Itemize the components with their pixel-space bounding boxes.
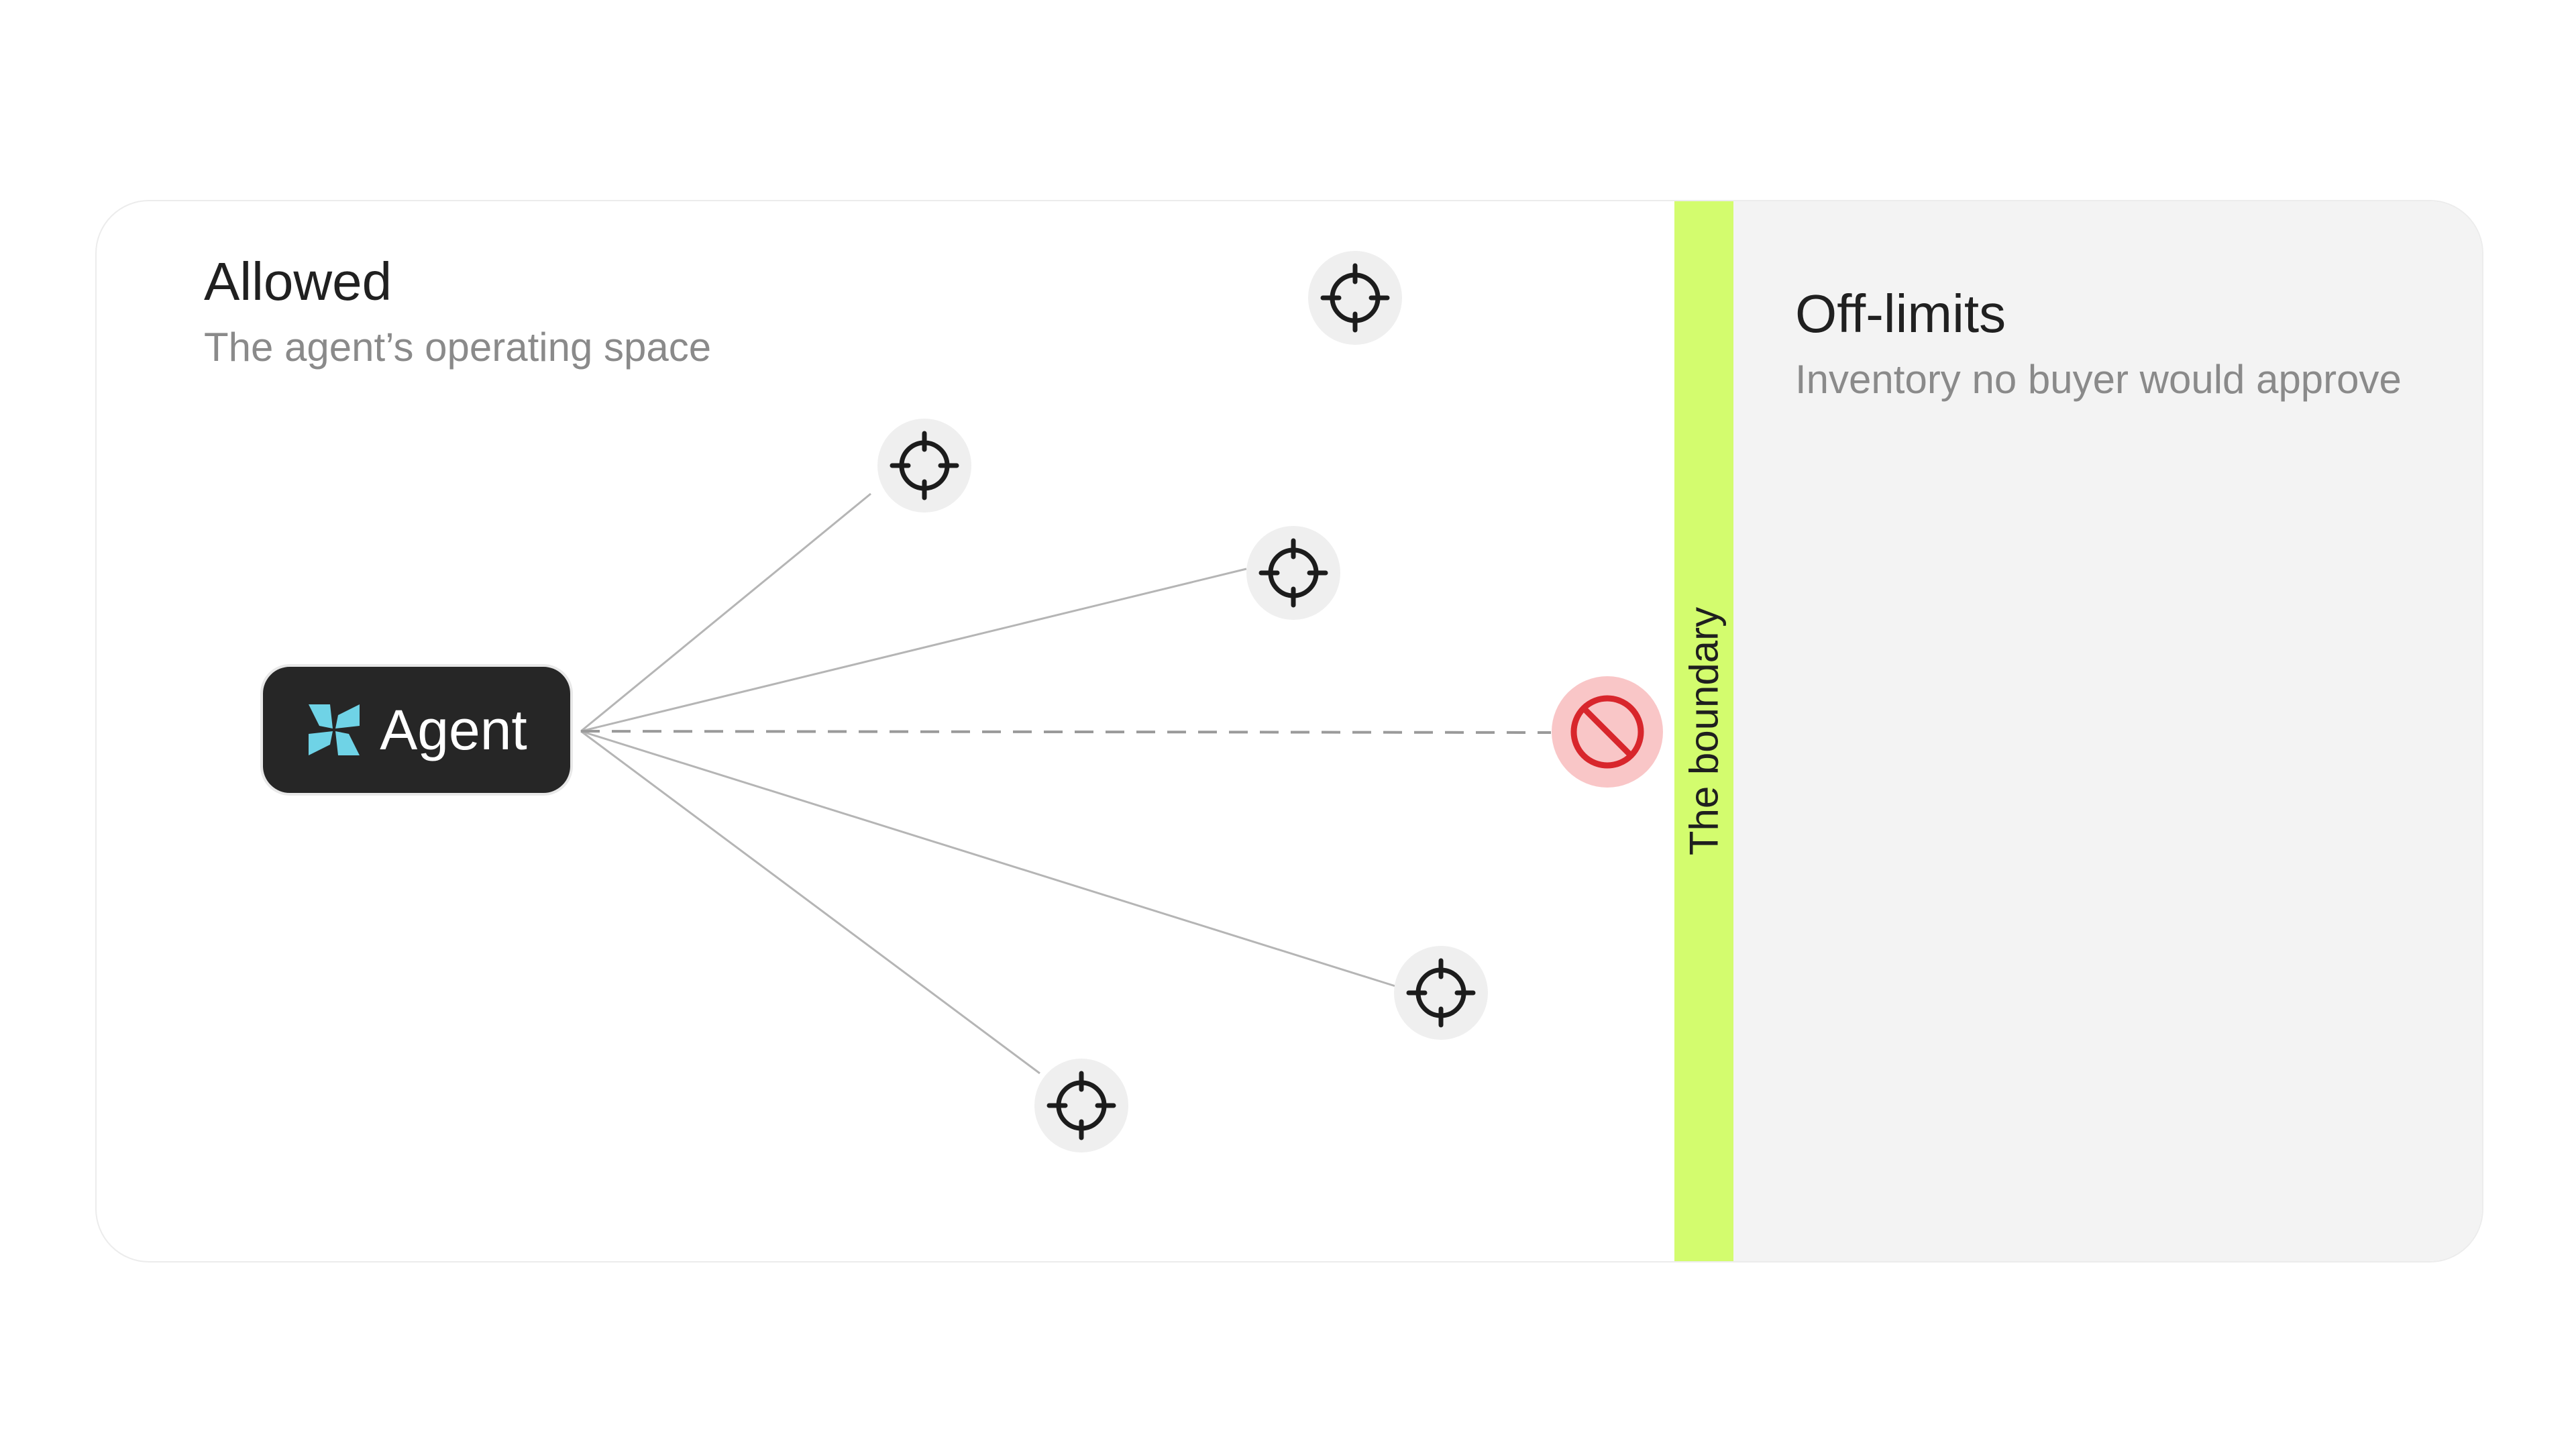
link-target-4 — [580, 730, 1040, 1075]
link-target-1 — [580, 492, 871, 733]
crosshair-icon — [1406, 958, 1476, 1028]
agent-node: Agent — [260, 664, 573, 796]
agent-label: Agent — [380, 698, 527, 761]
offlimits-subtitle: Inventory no buyer would approve — [1795, 357, 2402, 402]
crosshair-icon — [890, 431, 959, 500]
link-target-2 — [580, 568, 1247, 733]
pinwheel-logo-icon — [309, 704, 360, 755]
target-node — [1308, 251, 1402, 345]
boundary-label: The boundary — [1681, 606, 1727, 856]
link-target-3 — [580, 730, 1396, 987]
diagram-card: Allowed The agent’s operating space Off-… — [95, 200, 2483, 1263]
blocked-node — [1552, 676, 1663, 788]
prohibited-icon — [1570, 695, 1644, 769]
target-node — [1394, 946, 1488, 1040]
allowed-title: Allowed — [204, 252, 392, 311]
target-node — [877, 419, 971, 513]
crosshair-icon — [1320, 263, 1390, 333]
crosshair-icon — [1046, 1071, 1116, 1140]
target-node — [1246, 526, 1340, 620]
target-node — [1034, 1059, 1128, 1152]
link-blocked — [580, 730, 1552, 734]
crosshair-icon — [1258, 538, 1328, 608]
boundary-bar: The boundary — [1674, 201, 1733, 1261]
allowed-subtitle: The agent’s operating space — [204, 325, 712, 370]
offlimits-region — [1733, 201, 2482, 1261]
connection-lines — [580, 492, 1552, 1075]
offlimits-title: Off-limits — [1795, 284, 2006, 343]
